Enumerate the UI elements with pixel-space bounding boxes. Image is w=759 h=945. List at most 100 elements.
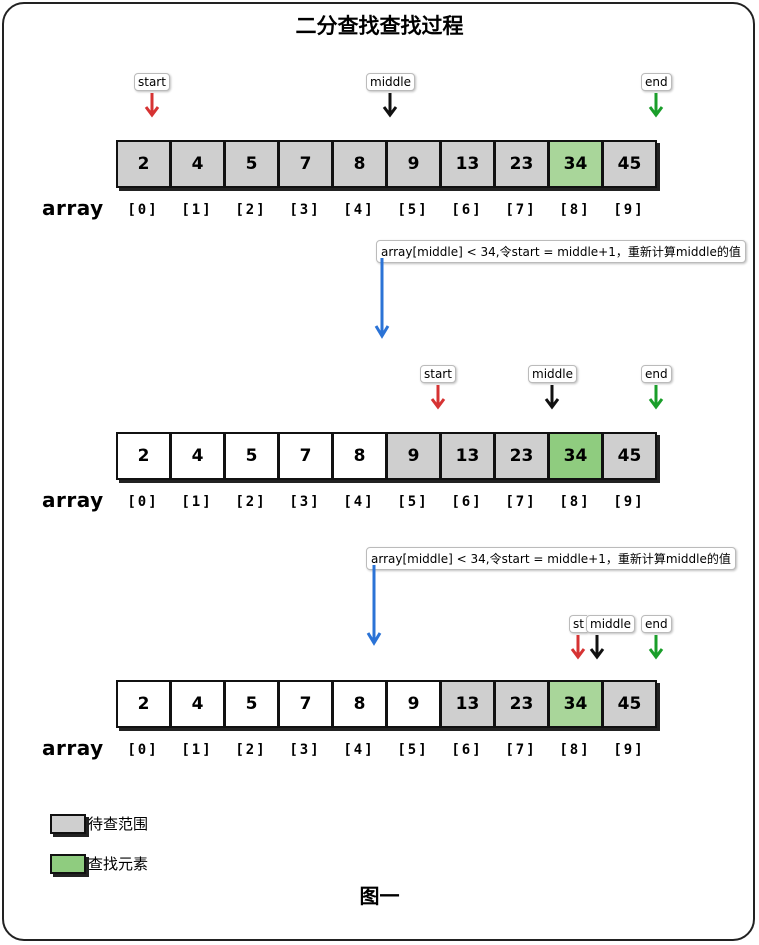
legend-label: 查找元素 [88, 855, 149, 873]
index-label: [2] [235, 202, 267, 218]
array-label: array [42, 488, 104, 512]
transition-note: array[middle] < 34,令start = middle+1，重新计… [376, 240, 746, 263]
end-pointer: end [641, 615, 672, 661]
start-pointer: start [420, 365, 456, 411]
array-cell: 5 [224, 680, 279, 728]
array-cell-target: 34 [548, 140, 603, 188]
array-cell: 8 [332, 140, 387, 188]
array-cell: 9 [386, 140, 441, 188]
array-cell: 7 [278, 680, 333, 728]
array-cell: 4 [170, 140, 225, 188]
green-down-arrow-icon [649, 93, 664, 118]
index-label: [2] [235, 742, 267, 758]
index-label: [7] [505, 494, 537, 510]
array-cell: 13 [440, 432, 495, 480]
index-label: [1] [181, 494, 213, 510]
middle-pointer: middle [366, 73, 415, 119]
index-label: [1] [181, 202, 213, 218]
start-pointer-label: st [569, 615, 587, 633]
stage-3: st middle end 2 4 5 7 8 9 13 23 34 45 ar… [0, 540, 759, 760]
array-cell: 2 [116, 680, 171, 728]
index-label: [8] [559, 202, 591, 218]
start-pointer-label: start [134, 73, 170, 91]
middle-pointer-label: middle [366, 73, 415, 91]
legend-swatch-target [50, 853, 86, 874]
index-row: [0] [1] [2] [3] [4] [5] [6] [7] [8] [9] [116, 742, 656, 758]
array-cell: 5 [224, 140, 279, 188]
green-down-arrow-icon [649, 635, 664, 660]
index-label: [3] [289, 742, 321, 758]
index-label: [7] [505, 202, 537, 218]
start-pointer-label: start [420, 365, 456, 383]
array-cell: 8 [332, 680, 387, 728]
index-label: [4] [343, 494, 375, 510]
index-label: [5] [397, 742, 429, 758]
index-label: [1] [181, 742, 213, 758]
array-row: 2 4 5 7 8 9 13 23 34 45 [116, 140, 657, 188]
green-down-arrow-icon [649, 385, 664, 410]
index-label: [9] [613, 202, 645, 218]
array-cell: 45 [602, 680, 657, 728]
array-cell: 13 [440, 680, 495, 728]
black-down-arrow-icon [383, 93, 398, 118]
index-label: [8] [559, 494, 591, 510]
index-label: [4] [343, 202, 375, 218]
array-cell: 23 [494, 432, 549, 480]
array-cell: 9 [386, 432, 441, 480]
index-label: [9] [613, 494, 645, 510]
index-label: [0] [127, 742, 159, 758]
legend-label: 待查范围 [88, 815, 149, 833]
legend-pending: 待查范围 [50, 813, 148, 834]
array-cell: 13 [440, 140, 495, 188]
red-down-arrow-icon [430, 385, 446, 410]
middle-pointer: middle [586, 615, 635, 661]
array-cell: 2 [116, 432, 171, 480]
index-label: [2] [235, 494, 267, 510]
middle-pointer: middle [528, 365, 577, 411]
array-cell: 9 [386, 680, 441, 728]
red-down-arrow-icon [570, 635, 586, 660]
index-label: [3] [289, 494, 321, 510]
array-cell: 23 [494, 680, 549, 728]
start-pointer: st [569, 615, 587, 661]
middle-pointer-label: middle [528, 365, 577, 383]
array-cell: 2 [116, 140, 171, 188]
index-label: [5] [397, 494, 429, 510]
index-label: [4] [343, 742, 375, 758]
index-label: [3] [289, 202, 321, 218]
array-row: 2 4 5 7 8 9 13 23 34 45 [116, 432, 657, 480]
end-pointer: end [641, 73, 672, 119]
index-label: [0] [127, 202, 159, 218]
legend-swatch-pending [50, 813, 86, 834]
blue-down-arrow-icon [374, 258, 390, 339]
index-label: [9] [613, 742, 645, 758]
end-pointer: end [641, 365, 672, 411]
array-cell: 5 [224, 432, 279, 480]
end-pointer-label: end [641, 615, 672, 633]
array-cell: 8 [332, 432, 387, 480]
black-down-arrow-icon [545, 385, 560, 410]
index-label: [8] [559, 742, 591, 758]
array-label: array [42, 736, 104, 760]
array-cell-target: 34 [548, 432, 603, 480]
array-label: array [42, 196, 104, 220]
index-row: [0] [1] [2] [3] [4] [5] [6] [7] [8] [9] [116, 494, 656, 510]
index-label: [7] [505, 742, 537, 758]
array-cell: 7 [278, 140, 333, 188]
black-down-arrow-icon [590, 635, 605, 660]
stage-2: start middle end 2 4 5 7 8 9 13 23 34 45… [0, 292, 759, 512]
stage-1: start middle end 2 4 5 7 8 9 13 23 34 45… [0, 0, 759, 220]
red-down-arrow-icon [144, 93, 160, 118]
array-row: 2 4 5 7 8 9 13 23 34 45 [116, 680, 657, 728]
array-cell: 4 [170, 432, 225, 480]
start-pointer: start [134, 73, 170, 119]
legend-target: 查找元素 [50, 853, 148, 874]
transition-note: array[middle] < 34,令start = middle+1，重新计… [366, 547, 736, 570]
array-cell-target: 34 [548, 680, 603, 728]
index-label: [5] [397, 202, 429, 218]
end-pointer-label: end [641, 73, 672, 91]
index-row: [0] [1] [2] [3] [4] [5] [6] [7] [8] [9] [116, 202, 656, 218]
array-cell: 45 [602, 140, 657, 188]
array-cell: 7 [278, 432, 333, 480]
